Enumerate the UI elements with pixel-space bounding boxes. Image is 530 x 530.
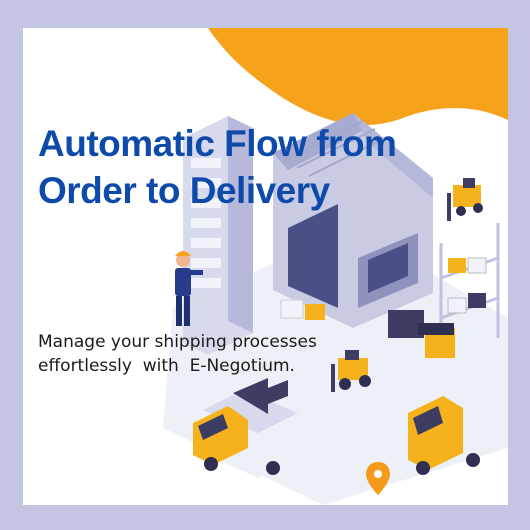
delivery-truck-icon — [193, 390, 298, 478]
forklift-icon — [447, 178, 483, 221]
subtitle-line-1: Manage your shipping processes — [38, 332, 317, 352]
delivery-truck-icon — [408, 348, 508, 475]
subtitle-line-2: effortlessly with E-Negotium. — [38, 356, 295, 376]
headline-line-1: Automatic Flow from — [38, 123, 397, 164]
worker-figure — [175, 251, 203, 326]
orange-corner-shape — [208, 28, 508, 126]
headline-line-2: Order to Delivery — [38, 170, 330, 211]
warehouse-icon — [273, 113, 433, 328]
subtitle: Manage your shipping processes effortles… — [38, 330, 398, 378]
headline: Automatic Flow from Order to Delivery — [38, 120, 498, 214]
logistics-illustration — [163, 28, 508, 505]
promo-card: Automatic Flow from Order to Delivery Ma… — [23, 28, 508, 505]
storage-shelves — [439, 223, 500, 358]
cargo-boxes — [280, 299, 455, 358]
arrow-left-icon — [233, 378, 288, 414]
forklift-icon — [331, 350, 371, 392]
document-board-icon — [183, 116, 253, 355]
location-pin-icon — [366, 462, 390, 495]
